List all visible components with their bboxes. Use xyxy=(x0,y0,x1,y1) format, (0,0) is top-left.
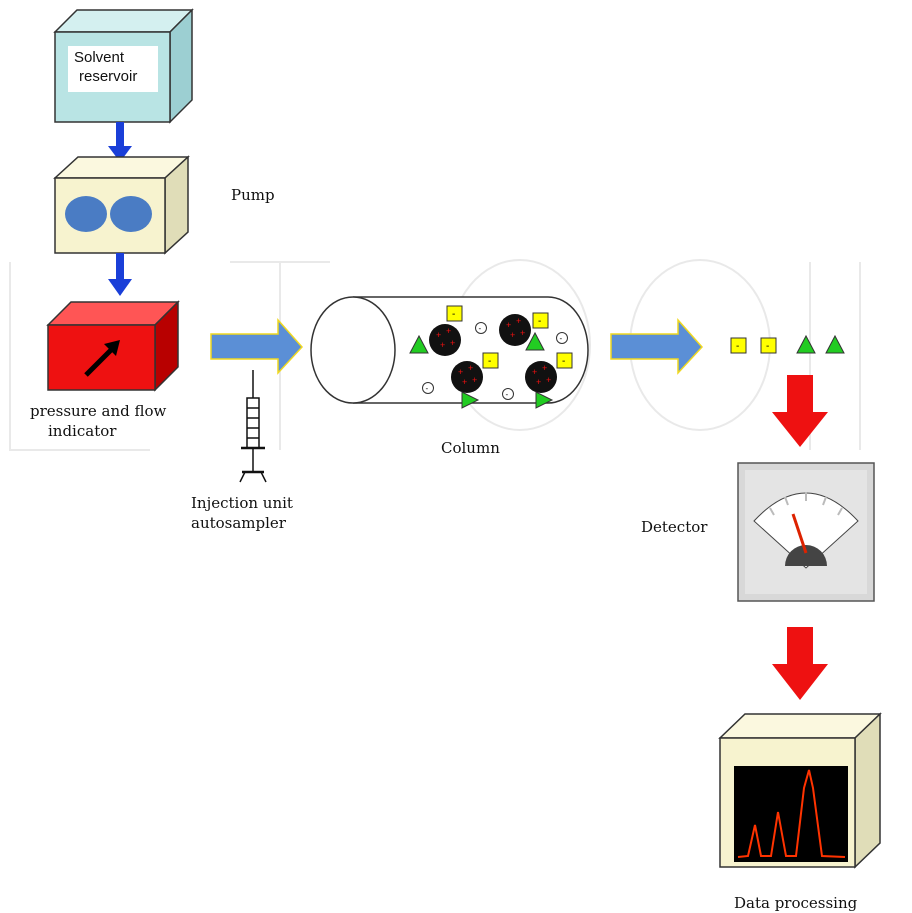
svg-text:-: - xyxy=(452,309,455,320)
resin-bead: ++++ xyxy=(429,324,461,356)
detector-gauge xyxy=(737,462,875,602)
svg-text:+: + xyxy=(458,367,463,377)
pressure-arrow-icon xyxy=(84,340,120,377)
svg-text:+: + xyxy=(510,330,515,340)
svg-text:+: + xyxy=(506,320,511,330)
neutral-triangle xyxy=(535,391,554,409)
svg-text:+: + xyxy=(440,340,445,350)
svg-text:+: + xyxy=(446,326,451,336)
svg-text:-: - xyxy=(479,324,482,333)
flow-arrow-from-column xyxy=(610,318,704,375)
separated-neutral-triangle xyxy=(825,334,845,354)
anion-square: - xyxy=(446,305,463,322)
anion-square: - xyxy=(482,352,499,369)
anion-square: - xyxy=(556,352,573,369)
pressure-label-line1: pressure and flow xyxy=(30,402,167,420)
solvent-reservoir-label-line2: reservoir xyxy=(79,68,138,85)
svg-text:+: + xyxy=(516,316,521,326)
resin-bead: ++++ xyxy=(451,361,483,393)
pump-box xyxy=(53,155,190,255)
pressure-indicator-box xyxy=(46,300,180,392)
pump-piston-left-icon xyxy=(65,196,107,232)
neutral-triangle xyxy=(409,334,429,354)
svg-text:-: - xyxy=(562,356,565,367)
svg-text:-: - xyxy=(506,390,509,399)
chromatogram-trace xyxy=(737,769,846,858)
pump-piston-right-icon xyxy=(110,196,152,232)
svg-text:-: - xyxy=(560,334,563,343)
pressure-flow-indicator-label: pressure and flow indicator xyxy=(30,401,166,441)
cation-sign: + xyxy=(436,330,441,340)
svg-text:+: + xyxy=(546,375,551,385)
detector-label: Detector xyxy=(641,518,708,536)
data-processing-label: Data processing xyxy=(734,894,858,912)
svg-text:+: + xyxy=(472,375,477,385)
svg-text:+: + xyxy=(520,328,525,338)
svg-text:+: + xyxy=(462,377,467,387)
flow-arrow-down-1 xyxy=(108,122,132,162)
svg-text:+: + xyxy=(542,363,547,373)
detector-needle-icon xyxy=(791,513,808,554)
flow-arrow-down-2 xyxy=(108,253,132,296)
svg-text:+: + xyxy=(536,377,541,387)
svg-text:+: + xyxy=(468,363,473,373)
pressure-label-line2: indicator xyxy=(48,422,117,440)
data-processing-box xyxy=(718,712,882,869)
injection-label-line1: Injection unit xyxy=(191,494,293,512)
neutral-circle: - xyxy=(475,322,487,334)
syringe-icon xyxy=(239,370,267,483)
separated-anion-square: - xyxy=(760,337,777,354)
red-arrow-to-data-processing xyxy=(772,627,828,700)
injection-unit-label: Injection unit autosampler xyxy=(191,493,293,533)
flow-arrow-to-column xyxy=(210,318,304,375)
neutral-circle: - xyxy=(422,382,434,394)
resin-bead: ++++ xyxy=(499,314,531,346)
solvent-reservoir-label: Solvent reservoir xyxy=(74,48,137,86)
solvent-reservoir-label-line1: Solvent xyxy=(74,49,125,66)
neutral-triangle xyxy=(461,391,480,409)
column-inlet-end xyxy=(310,296,396,404)
svg-text:+: + xyxy=(450,338,455,348)
neutral-circle: - xyxy=(502,388,514,400)
neutral-circle: - xyxy=(556,332,568,344)
injection-label-line2: autosampler xyxy=(191,514,286,532)
solvent-reservoir-box xyxy=(53,8,194,124)
resin-bead: ++++ xyxy=(525,361,557,393)
pump-label: Pump xyxy=(231,186,275,204)
separated-anion-square: - xyxy=(730,337,747,354)
svg-text:-: - xyxy=(488,356,491,367)
svg-text:-: - xyxy=(538,316,541,327)
svg-text:+: + xyxy=(532,367,537,377)
red-arrow-to-detector xyxy=(772,375,828,447)
separated-neutral-triangle xyxy=(796,334,816,354)
svg-text:-: - xyxy=(426,384,429,393)
svg-text:-: - xyxy=(766,341,769,352)
column-label: Column xyxy=(441,439,500,457)
svg-text:-: - xyxy=(736,341,739,352)
anion-square: - xyxy=(532,312,549,329)
neutral-triangle xyxy=(525,331,545,351)
